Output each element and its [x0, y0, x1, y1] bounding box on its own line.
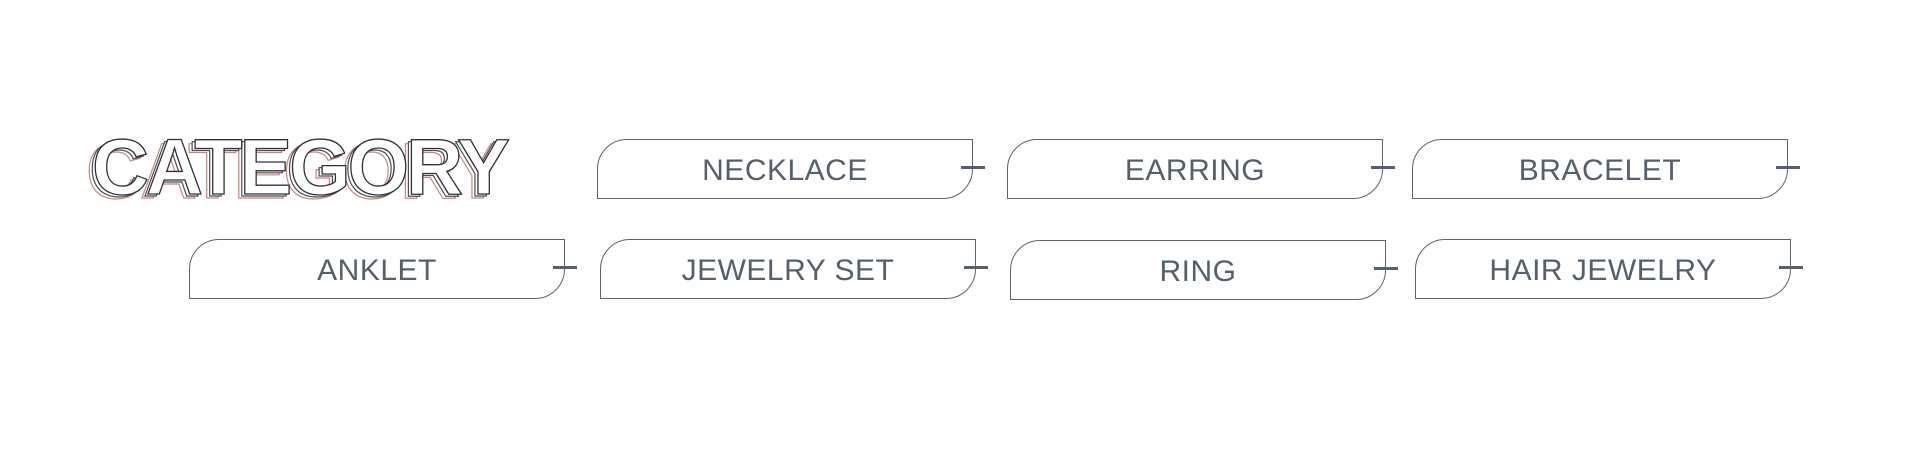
category-tab-label: NECKLACE — [702, 154, 868, 187]
category-title: CATEGORY CATEGORY CATEGORY — [85, 122, 582, 214]
category-tab-bracelet[interactable]: BRACELET — [1412, 139, 1800, 199]
category-tab-label: EARRING — [1124, 154, 1266, 187]
category-tab-label: ANKLET — [317, 254, 437, 287]
tab-tick-mark — [961, 166, 985, 169]
tab-tick-mark — [964, 266, 988, 269]
category-tab-ring[interactable]: RING — [1010, 240, 1398, 300]
category-tab-earring[interactable]: EARRING — [1007, 139, 1395, 199]
tab-tick-mark — [1371, 166, 1395, 169]
tab-tick-mark — [1776, 166, 1800, 169]
category-title-shadow: CATEGORY — [88, 124, 507, 213]
category-title-shadow: CATEGORY — [85, 126, 504, 215]
category-tab-hair-jewelry[interactable]: HAIR JEWELRY — [1415, 239, 1803, 299]
category-title-text: CATEGORY — [91, 122, 510, 211]
tab-tick-mark — [1779, 266, 1803, 269]
tab-tick-mark — [553, 266, 577, 269]
category-tab-label: HAIR JEWELRY — [1489, 254, 1717, 287]
tab-tick-mark — [1374, 267, 1398, 270]
category-tab-anklet[interactable]: ANKLET — [189, 239, 577, 299]
category-tab-label: BRACELET — [1518, 154, 1682, 187]
category-tab-label: RING — [1159, 255, 1237, 288]
category-tab-label: JEWELRY SET — [681, 254, 895, 287]
category-tab-necklace[interactable]: NECKLACE — [597, 139, 985, 199]
category-tab-jewelry-set[interactable]: JEWELRY SET — [600, 239, 988, 299]
